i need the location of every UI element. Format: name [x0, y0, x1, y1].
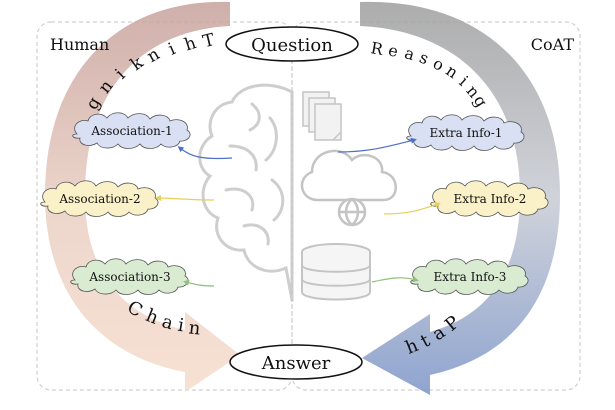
extra-info-label-1: Extra Info-1	[430, 126, 503, 140]
cloud-globe-icon	[300, 149, 397, 227]
thinking-arc-letter: i	[165, 39, 179, 60]
association-label-2: Association-2	[58, 192, 140, 206]
link-brain-association-3	[183, 279, 215, 287]
link-docs-extra-info-1	[337, 137, 417, 153]
association-label-3: Association-3	[88, 270, 170, 284]
thinking-arc-letter: n	[144, 44, 164, 67]
question-node	[225, 26, 359, 62]
question-label: Question	[251, 35, 333, 56]
answer-node	[229, 344, 363, 380]
reasoning-arc-letter: s	[417, 48, 432, 69]
association-label-1: Association-1	[90, 124, 172, 138]
coat-arc-arrow	[360, 1, 560, 395]
reasoning-arc-letter: R	[369, 38, 385, 59]
thinking-arc-letter: k	[127, 52, 148, 75]
reasoning-arc-letter: e	[386, 40, 400, 61]
link-brain-association-2	[155, 195, 215, 202]
link-db-extra-info-3	[371, 276, 419, 283]
reasoning-arc-letter: n	[442, 61, 461, 83]
thinking-arc-letter: T	[201, 30, 217, 52]
chain-arc-letter: i	[176, 315, 186, 337]
brain-icon	[198, 83, 294, 302]
human-title: Human	[50, 35, 109, 54]
human-arc-arrow	[45, 1, 240, 392]
thinking-arc-letter: h	[182, 33, 199, 55]
link-brain-association-1	[177, 146, 233, 160]
coat-title: CoAT	[531, 35, 575, 54]
chain-arc-letter: n	[188, 317, 202, 339]
extra-info-label-2: Extra Info-2	[454, 192, 527, 206]
link-globe-extra-info-2	[383, 202, 441, 215]
answer-label: Answer	[261, 353, 331, 374]
database-icon	[301, 243, 371, 301]
extra-info-label-3: Extra Info-3	[434, 270, 507, 284]
documents-icon	[302, 91, 342, 141]
reasoning-arc-letter: a	[402, 43, 417, 64]
